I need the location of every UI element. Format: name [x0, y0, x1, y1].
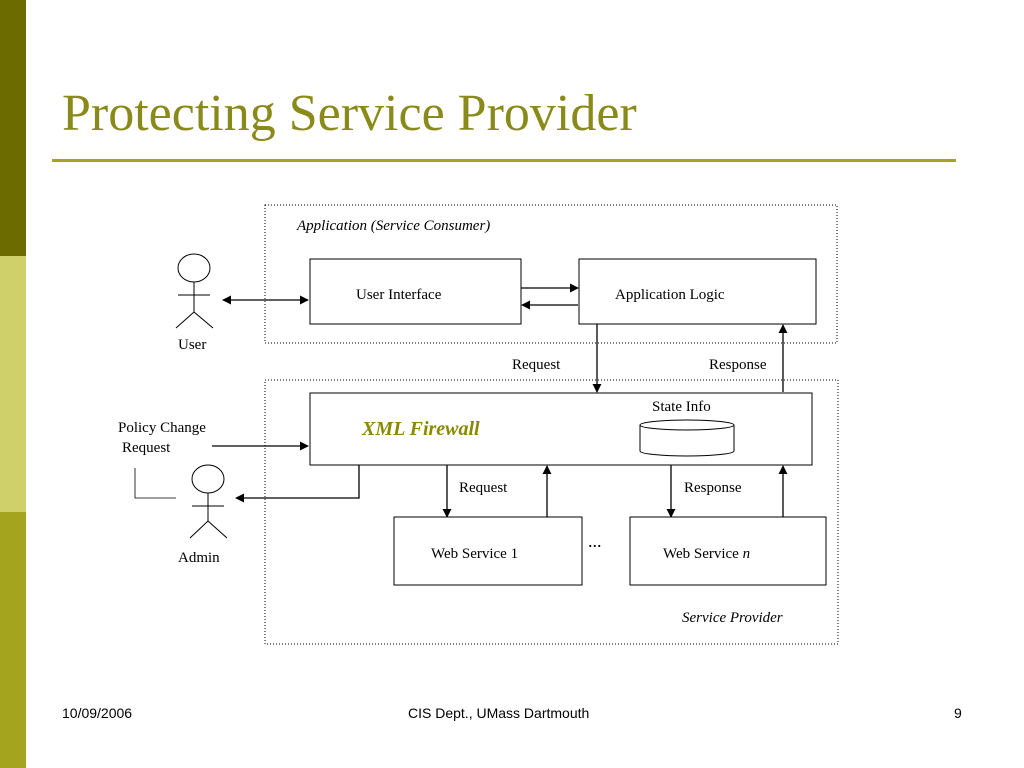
response-label-top: Response — [709, 357, 767, 373]
policy-change-label-line2: Request — [122, 440, 171, 456]
policy-connector-line — [134, 468, 176, 499]
user-interface-label: User Interface — [356, 287, 442, 303]
application-logic-box — [578, 258, 817, 325]
ellipsis-label: ... — [588, 531, 602, 551]
request-label-top: Request — [512, 357, 561, 373]
footer-date: 10/09/2006 — [62, 705, 133, 721]
footer-page-number: 9 — [954, 705, 962, 721]
admin-label: Admin — [178, 550, 220, 566]
sidebar-block-bottom — [0, 512, 26, 768]
admin-stick-figure-icon — [189, 464, 228, 539]
slide-title: Protecting Service Provider — [62, 85, 637, 142]
response-label-bottom: Response — [684, 480, 742, 496]
user-stick-figure-icon — [175, 253, 214, 329]
user-label: User — [178, 337, 206, 353]
web-service-1-label: Web Service 1 — [431, 546, 518, 562]
state-info-label: State Info — [652, 399, 711, 415]
state-info-database-icon — [639, 419, 735, 457]
policy-change-label-line1: Policy Change — [118, 420, 206, 436]
sidebar-block-middle — [0, 256, 26, 512]
request-label-bottom: Request — [459, 480, 508, 496]
sidebar-block-top — [0, 0, 26, 256]
user-interface-box — [309, 258, 522, 325]
consumer-boundary — [264, 204, 838, 344]
service-provider-label: Service Provider — [682, 610, 783, 626]
web-service-1-box — [393, 516, 583, 586]
consumer-boundary-label: Application (Service Consumer) — [296, 218, 490, 234]
footer-center: CIS Dept., UMass Dartmouth — [408, 705, 590, 721]
web-service-n-suffix: n — [743, 546, 751, 562]
web-service-n-box — [629, 516, 827, 586]
title-underline — [52, 159, 956, 162]
firewall-to-admin-arrow — [235, 465, 360, 503]
sidebar-accent — [0, 0, 26, 768]
web-service-n-prefix: Web Service — [663, 546, 739, 562]
web-service-n-label: Web Service n — [663, 546, 750, 562]
application-logic-label: Application Logic — [615, 287, 725, 303]
xml-firewall-label: XML Firewall — [361, 418, 480, 440]
service-provider-boundary — [264, 379, 839, 645]
